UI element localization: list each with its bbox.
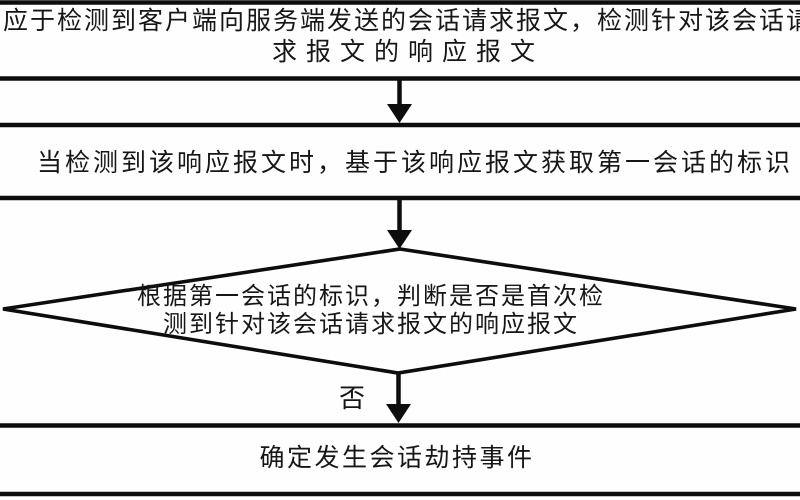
decision-text-block: 根据第一会话的标识，判断是否是首次检 测到针对该会话请求报文的响应报文 <box>0 283 791 339</box>
step1-text-line2: 求报文的响应报文 <box>271 39 544 66</box>
arrow-2-head-icon <box>387 230 412 249</box>
step2-text: 当检测到该响应报文时，基于该响应报文获取第一会话的标识 <box>36 150 793 177</box>
process-box-2-border <box>0 122 800 201</box>
arrow-3-head-icon <box>386 404 411 423</box>
step3-text: 确定发生会话劫持事件 <box>259 445 535 472</box>
step1-text-line1: 应于检测到客户端向服务端发送的会话请求报文，检测针对该会话请 <box>2 8 800 35</box>
process-box-3-border <box>0 423 800 497</box>
arrow-1-head-icon <box>387 104 412 123</box>
process-box-1-border <box>0 0 800 81</box>
decision-text-line2: 测到针对该会话请求报文的响应报文 <box>163 312 579 338</box>
branch-no-label: 否 <box>338 384 365 413</box>
decision-text-line1: 根据第一会话的标识，判断是否是首次检 <box>137 284 605 310</box>
